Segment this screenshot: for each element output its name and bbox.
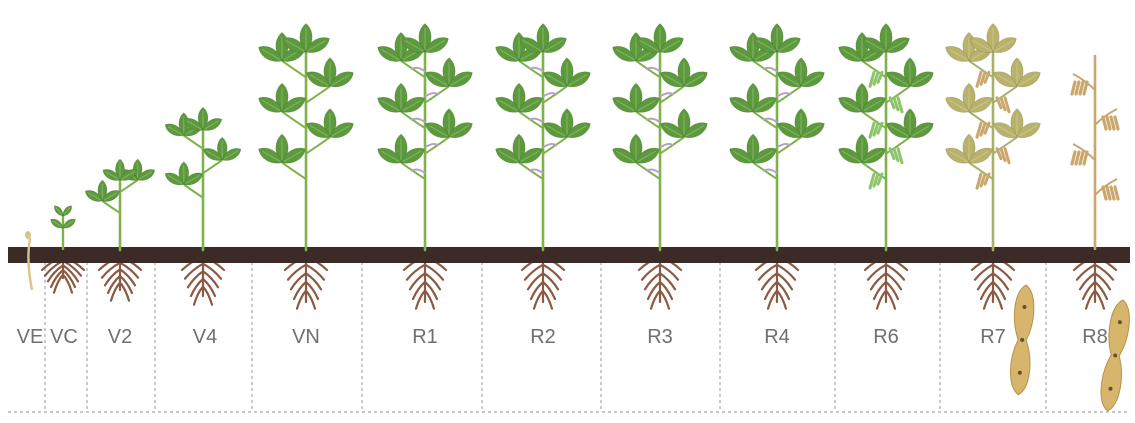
stage-label-r7: R7 — [980, 326, 1006, 348]
stage-label-r8: R8 — [1082, 326, 1108, 348]
plant-vc — [49, 204, 78, 250]
plant — [836, 24, 937, 251]
plant — [163, 107, 244, 250]
plant — [256, 24, 357, 251]
stage-label-v2: V2 — [108, 326, 132, 348]
plant — [727, 24, 828, 251]
pod — [1009, 284, 1036, 395]
pods-below-ground — [1009, 284, 1133, 412]
stage-label-vn: VN — [292, 326, 320, 348]
stage-label-r3: R3 — [647, 326, 673, 348]
plant — [610, 24, 711, 251]
pod — [1098, 299, 1133, 413]
soil-line — [8, 247, 1130, 263]
plant — [493, 24, 594, 251]
stage-label-r1: R1 — [412, 326, 438, 348]
plant — [83, 159, 157, 250]
stage-label-r2: R2 — [530, 326, 556, 348]
stage-label-vc: VC — [50, 326, 78, 348]
plant — [943, 24, 1044, 251]
stage-label-v4: V4 — [193, 326, 217, 348]
stage-label-r6: R6 — [873, 326, 899, 348]
plant — [375, 24, 476, 251]
stage-label-r4: R4 — [764, 326, 790, 348]
plant-r8 — [1072, 55, 1118, 250]
stage-labels: VE VC V2 V4 VN R1 R2 R3 R4 R6 R7 R8 — [17, 326, 1108, 348]
stage-label-ve: VE — [17, 326, 44, 348]
leaf — [61, 204, 74, 218]
